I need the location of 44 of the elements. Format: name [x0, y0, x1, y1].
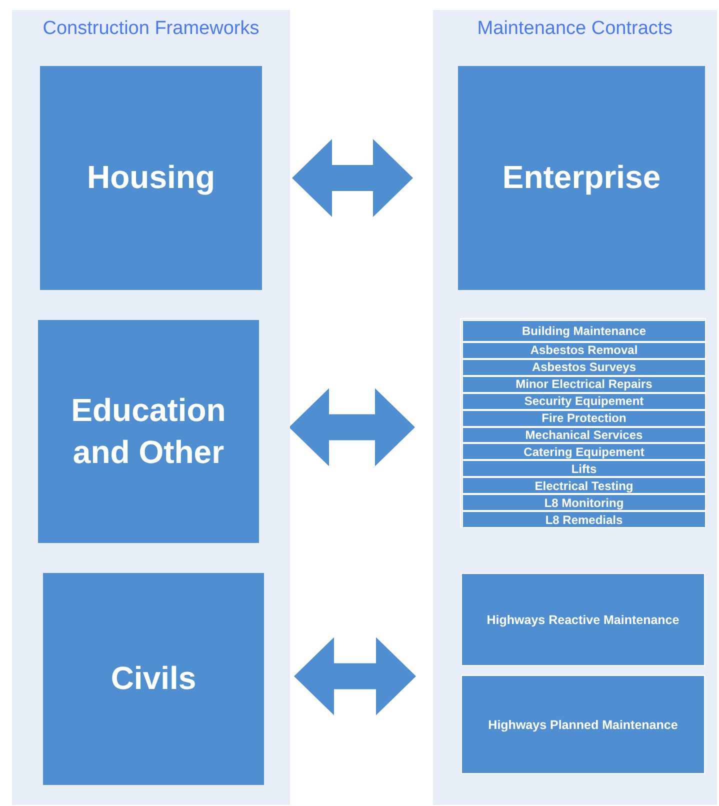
- panel-heading: Construction Frameworks: [42, 18, 260, 40]
- service-box: [462, 477, 706, 494]
- category-box: [38, 320, 259, 543]
- service-box: [462, 511, 706, 528]
- box-label: Enterprise: [502, 158, 661, 198]
- service-box: [462, 443, 706, 460]
- box-label: Asbestos Surveys: [532, 360, 636, 374]
- service-box: [462, 358, 706, 376]
- panel-background: [433, 10, 717, 805]
- category-box: [458, 66, 705, 290]
- service-box: [462, 320, 706, 342]
- service-box: [462, 410, 706, 427]
- service-box: [462, 460, 706, 478]
- panel-background: [12, 10, 290, 805]
- box-label: Education and Other: [71, 390, 226, 472]
- service-box: [462, 376, 706, 393]
- service-list-group: [460, 318, 706, 528]
- double-arrow: [294, 637, 416, 716]
- double-arrow: [289, 388, 415, 466]
- box-label: Civils: [110, 659, 196, 698]
- box-label: Minor Electrical Repairs: [516, 377, 652, 392]
- box-label: Housing: [87, 158, 215, 198]
- box-label: Asbestos Removal: [530, 343, 638, 358]
- box-label: Security Equipement: [524, 394, 644, 408]
- service-box: [461, 675, 705, 774]
- box-label: L8 Remedials: [545, 512, 623, 527]
- double-arrow: [292, 139, 413, 217]
- box-label: Catering Equipement: [524, 444, 644, 459]
- box-label: L8 Monitoring: [544, 496, 624, 510]
- service-box: [462, 342, 706, 359]
- box-label: Lifts: [571, 462, 597, 476]
- service-box: [461, 573, 705, 666]
- category-box: [43, 573, 264, 785]
- box-label: Fire Protection: [542, 411, 626, 426]
- box-label: Highways Reactive Maintenance: [486, 612, 680, 626]
- panel-heading: Maintenance Contracts: [476, 18, 674, 40]
- box-label: Electrical Testing: [534, 478, 634, 493]
- service-box: [462, 426, 706, 444]
- box-label: Highways Planned Maintenance: [488, 718, 678, 732]
- service-box: [462, 392, 706, 410]
- service-box: [462, 494, 706, 512]
- category-box: [40, 66, 262, 290]
- box-label: Mechanical Services: [525, 428, 643, 442]
- box-label: Building Maintenance: [522, 324, 646, 338]
